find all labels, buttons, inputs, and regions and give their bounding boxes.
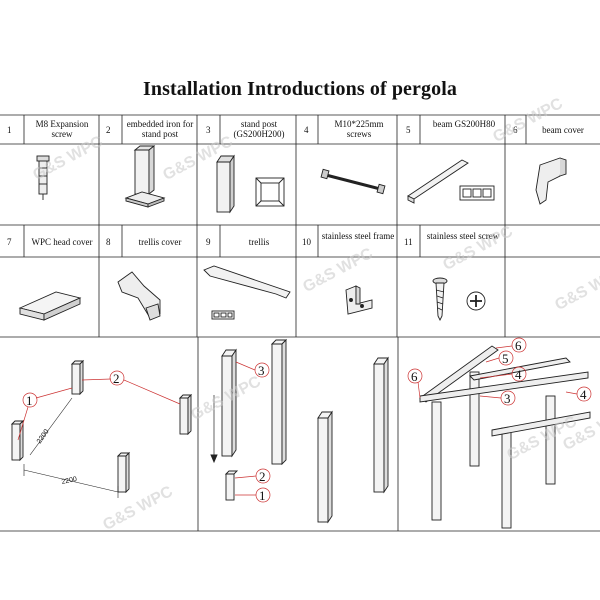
callout-step3-d: 6	[411, 369, 418, 384]
part-number-4: 4	[304, 125, 309, 135]
callout-step2-c: 1	[259, 488, 266, 503]
part-label-1: M8 Expansion screw	[35, 119, 89, 139]
dimension-width: 2200	[61, 476, 78, 486]
beam-icon	[407, 159, 495, 204]
stand-post-icon	[216, 154, 285, 214]
part-number-6: 6	[513, 125, 518, 135]
part-number-11: 11	[404, 237, 413, 247]
part-number-9: 9	[206, 237, 211, 247]
steel-frame-icon	[345, 285, 373, 315]
part-label-7: WPC head cover	[31, 237, 93, 247]
callout-step3-b: 5	[502, 351, 509, 366]
part-number-1: 1	[7, 125, 12, 135]
part-number-7: 7	[7, 237, 12, 247]
beam-cover-icon	[535, 157, 567, 205]
step2-diagram	[210, 338, 389, 524]
part-label-8: trellis cover	[138, 237, 182, 247]
part-number-2: 2	[106, 125, 111, 135]
part-label-2: embedded iron for stand post	[126, 119, 194, 139]
part-label-3: stand post (GS200H200)	[233, 119, 285, 139]
dimension-depth: 2200	[36, 428, 51, 445]
callout-step3-a: 6	[515, 338, 522, 353]
part-number-10: 10	[302, 237, 311, 247]
callout-step1-b: 2	[113, 371, 120, 386]
part-number-8: 8	[106, 237, 111, 247]
step3-diagram	[407, 337, 592, 529]
long-screw-icon	[320, 168, 386, 195]
part-label-5: beam GS200H80	[432, 119, 496, 129]
embedded-iron-icon	[124, 145, 166, 208]
part-label-11: stainless steel screw	[426, 231, 500, 241]
part-label-6: beam cover	[542, 125, 584, 135]
callout-step3-c: 4	[515, 367, 522, 382]
part-label-9: trellis	[248, 237, 270, 247]
part-label-4: M10*225mm screws	[334, 119, 384, 139]
callout-step2-a: 3	[258, 363, 265, 378]
callout-step3-f: 4	[580, 387, 587, 402]
trellis-icon	[203, 265, 291, 320]
part-number-5: 5	[406, 125, 411, 135]
callout-step3-e: 3	[504, 391, 511, 406]
part-number-3: 3	[206, 125, 211, 135]
callout-step1-a: 1	[26, 393, 33, 408]
steel-screw-icon	[432, 277, 486, 322]
page-title: Installation Introductions of pergola	[143, 78, 457, 100]
trellis-cover-icon	[117, 271, 161, 321]
step1-diagram	[10, 359, 193, 498]
expansion-screw-icon	[36, 155, 50, 200]
part-label-10: stainless steel frame	[321, 231, 395, 241]
wpc-head-cover-icon	[18, 291, 82, 321]
callout-step2-b: 2	[259, 469, 266, 484]
